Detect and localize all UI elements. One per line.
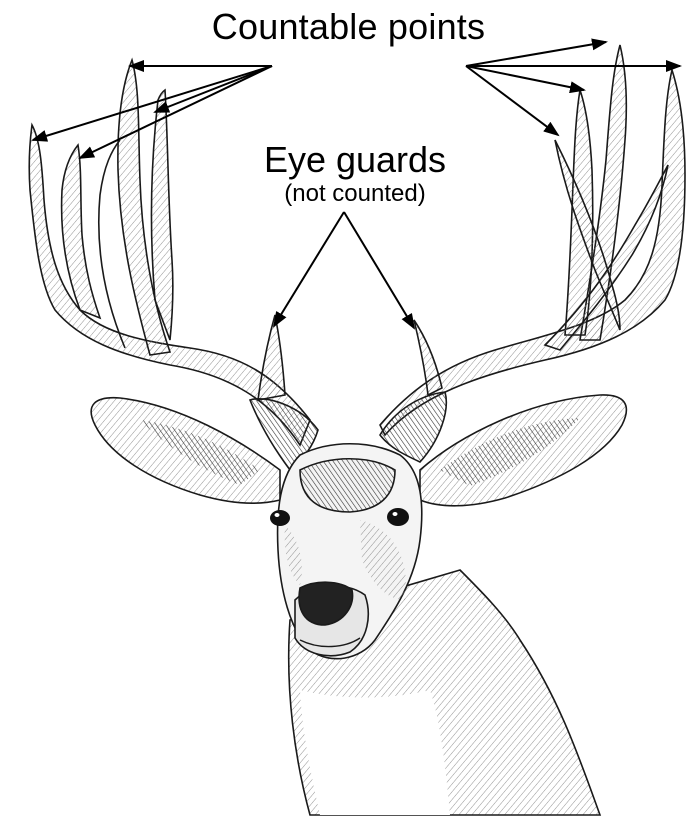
arrow-countable-left-2 <box>155 66 272 112</box>
arrow-countable-right-3 <box>466 66 584 90</box>
right-eye <box>387 508 409 526</box>
left-ear <box>91 398 280 504</box>
eye-guards-note: (not counted) <box>210 180 500 208</box>
left-antler <box>29 60 318 470</box>
arrow-eye-guard-left <box>274 212 344 326</box>
eye-guard-arrows <box>274 212 414 328</box>
arrow-countable-left-3 <box>33 66 272 140</box>
right-ear <box>420 395 626 506</box>
eye-guards-label: Eye guards <box>210 140 500 180</box>
arrow-eye-guard-right <box>344 212 414 328</box>
countable-points-label: Countable points <box>0 6 697 48</box>
countable-arrows-right <box>466 42 680 135</box>
right-antler <box>380 45 685 462</box>
left-eye <box>270 510 290 526</box>
